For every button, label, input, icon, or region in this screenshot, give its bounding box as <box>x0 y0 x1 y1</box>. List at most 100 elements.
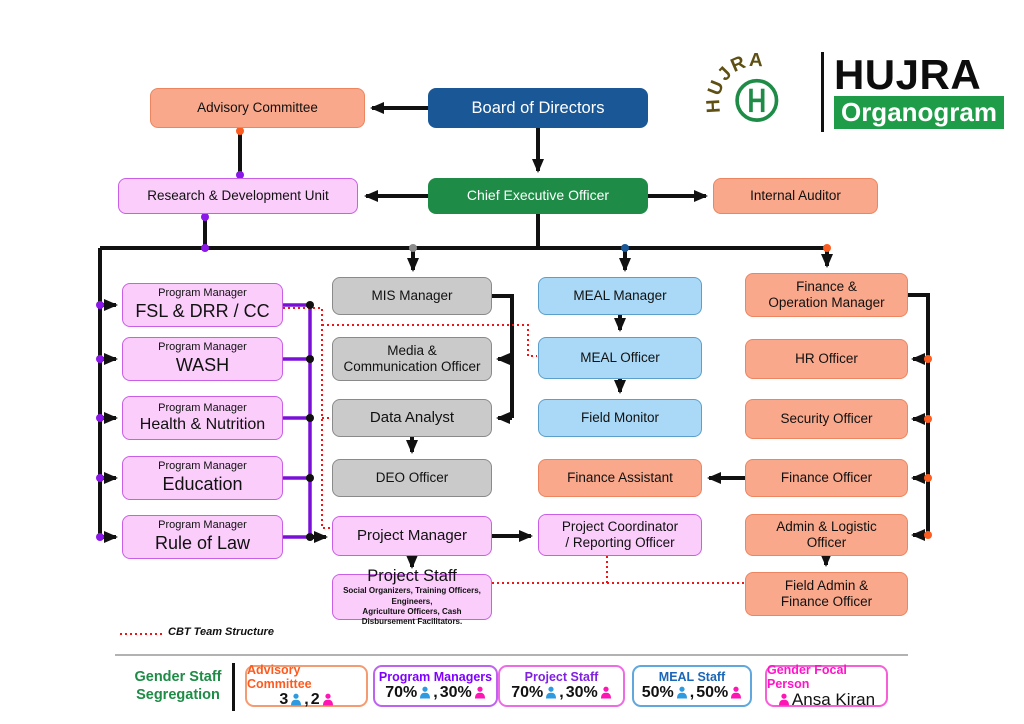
legend-value: Ansa Kiran <box>778 691 875 708</box>
legend-meal-staff: MEAL Staff 50% , 50% <box>632 665 752 707</box>
node-label: Security Officer <box>780 410 873 426</box>
junction-dots <box>96 127 932 541</box>
legend-value: 70% , 30% <box>511 683 612 701</box>
node-label: Internal Auditor <box>750 187 841 203</box>
node-label: Project Coordinator / Reporting Officer <box>561 518 679 550</box>
node-project-manager: Project Manager <box>332 516 492 556</box>
brand-text: HUJRA Organogram <box>833 50 1004 130</box>
node-project-staff: Project Staff Social Organizers, Trainin… <box>332 567 492 626</box>
node-label: Field Admin & Finance Officer <box>780 577 873 609</box>
male-person-icon <box>291 693 302 706</box>
node-label: Finance Officer <box>780 469 873 485</box>
gender-legend-divider-bar <box>232 663 235 711</box>
legend-program-managers: Program Managers 70% , 30% <box>373 665 498 707</box>
node-pm-rule-of-law: Program Manager Rule of Law <box>122 515 283 559</box>
node-finance-assistant: Finance Assistant <box>538 459 702 497</box>
pm-role-label: Program Manager <box>158 341 247 354</box>
node-label: Finance Assistant <box>567 469 673 485</box>
legend-separator: , <box>559 683 564 701</box>
female-count: 30% <box>439 683 472 701</box>
brand-subtitle: Organogram <box>833 96 1004 130</box>
female-person-icon <box>322 693 333 706</box>
node-admin-logistic-officer: Admin & Logistic Officer <box>745 514 908 556</box>
node-label: Advisory Committee <box>197 99 318 115</box>
female-person-icon <box>778 693 789 706</box>
legend-gender-focal-person: Gender Focal Person Ansa Kiran <box>765 662 888 708</box>
node-label: Research & Development Unit <box>147 187 329 203</box>
node-finance-operation-manager: Finance & Operation Manager <box>745 273 908 317</box>
legend-label: MEAL Staff <box>658 670 726 685</box>
legend-value: 70% , 30% <box>385 683 486 701</box>
female-count: 50% <box>696 683 729 701</box>
node-label: Field Monitor <box>580 409 660 425</box>
hujra-logo: HUJRA <box>703 50 779 122</box>
pm-title-label: Education <box>162 473 243 494</box>
brand-title: HUJRA <box>833 50 982 98</box>
male-count: 70% <box>385 683 418 701</box>
node-meal-officer: MEAL Officer <box>538 337 702 379</box>
gender-legend-title: Gender Staff Segregation <box>134 669 222 704</box>
node-chief-executive-officer: Chief Executive Officer <box>428 178 648 214</box>
node-label: HR Officer <box>795 350 858 366</box>
node-label: Project Manager <box>356 526 468 544</box>
legend-label: Advisory Committee <box>247 663 312 691</box>
pm-title-label: WASH <box>175 354 230 375</box>
node-hr-officer: HR Officer <box>745 339 908 379</box>
node-board-of-directors: Board of Directors <box>428 88 648 128</box>
female-person-icon <box>600 686 611 699</box>
node-pm-fsl-drr-cc: Program Manager FSL & DRR / CC <box>122 283 283 327</box>
pm-role-label: Program Manager <box>158 287 247 300</box>
node-label: MEAL Officer <box>580 349 660 365</box>
node-label: Chief Executive Officer <box>466 187 610 204</box>
legend-label: Project Staff <box>524 670 599 685</box>
legend-value: 50% , 50% <box>641 683 743 701</box>
node-internal-auditor: Internal Auditor <box>713 178 878 214</box>
node-label: Finance & Operation Manager <box>768 278 885 310</box>
male-count: 3 <box>279 690 289 708</box>
legend-label: Gender Focal Person <box>767 662 847 691</box>
cbt-dotted-connectors <box>120 307 744 635</box>
node-media-communication-officer: Media & Communication Officer <box>332 337 492 381</box>
male-person-icon <box>546 686 557 699</box>
logo-emblem-monogram <box>749 88 765 113</box>
node-label: Admin & Logistic Officer <box>776 518 877 550</box>
node-pm-education: Program Manager Education <box>122 456 283 500</box>
node-field-admin-finance-officer: Field Admin & Finance Officer <box>745 572 908 616</box>
legend-advisory-committee: Advisory Committee 3 , 2 <box>245 663 368 708</box>
legend-separator: , <box>304 690 309 708</box>
purple-connectors <box>283 303 312 539</box>
node-research-development-unit: Research & Development Unit <box>118 178 358 214</box>
pm-title-label: FSL & DRR / CC <box>135 300 270 321</box>
brand-header: HUJRA HUJRA Organogram <box>694 42 1004 142</box>
pm-title-label: Rule of Law <box>154 532 251 553</box>
node-pm-health-nutrition: Program Manager Health & Nutrition <box>122 396 283 440</box>
focal-person-name: Ansa Kiran <box>791 690 876 710</box>
node-label: Project Staff <box>367 567 457 586</box>
pm-role-label: Program Manager <box>158 460 247 473</box>
node-meal-manager: MEAL Manager <box>538 277 702 315</box>
node-security-officer: Security Officer <box>745 399 908 439</box>
node-project-coordinator-reporting-officer: Project Coordinator / Reporting Officer <box>538 514 702 556</box>
brand-divider-bar <box>820 52 824 132</box>
pm-title-label: Health & Nutrition <box>139 415 266 433</box>
legend-separator: , <box>433 683 438 701</box>
node-label: MIS Manager <box>371 287 453 303</box>
cbt-team-structure-label: CBT Team Structure <box>168 626 274 638</box>
legend-value: 3 , 2 <box>279 690 333 708</box>
node-label: MEAL Manager <box>573 287 667 303</box>
node-pm-wash: Program Manager WASH <box>122 337 283 381</box>
legend-project-staff: Project Staff 70% , 30% <box>498 665 625 707</box>
node-label: Data Analyst <box>369 408 455 426</box>
project-staff-sublabel: Social Organizers, Training Officers, En… <box>343 586 481 627</box>
male-person-icon <box>420 686 431 699</box>
node-finance-officer: Finance Officer <box>745 459 908 497</box>
node-advisory-committee: Advisory Committee <box>150 88 365 128</box>
female-person-icon <box>731 686 742 699</box>
node-mis-manager: MIS Manager <box>332 277 492 315</box>
legend-label: Program Managers <box>378 670 493 685</box>
node-label: Media & Communication Officer <box>343 342 481 374</box>
male-count: 50% <box>641 683 674 701</box>
node-data-analyst: Data Analyst <box>332 399 492 437</box>
